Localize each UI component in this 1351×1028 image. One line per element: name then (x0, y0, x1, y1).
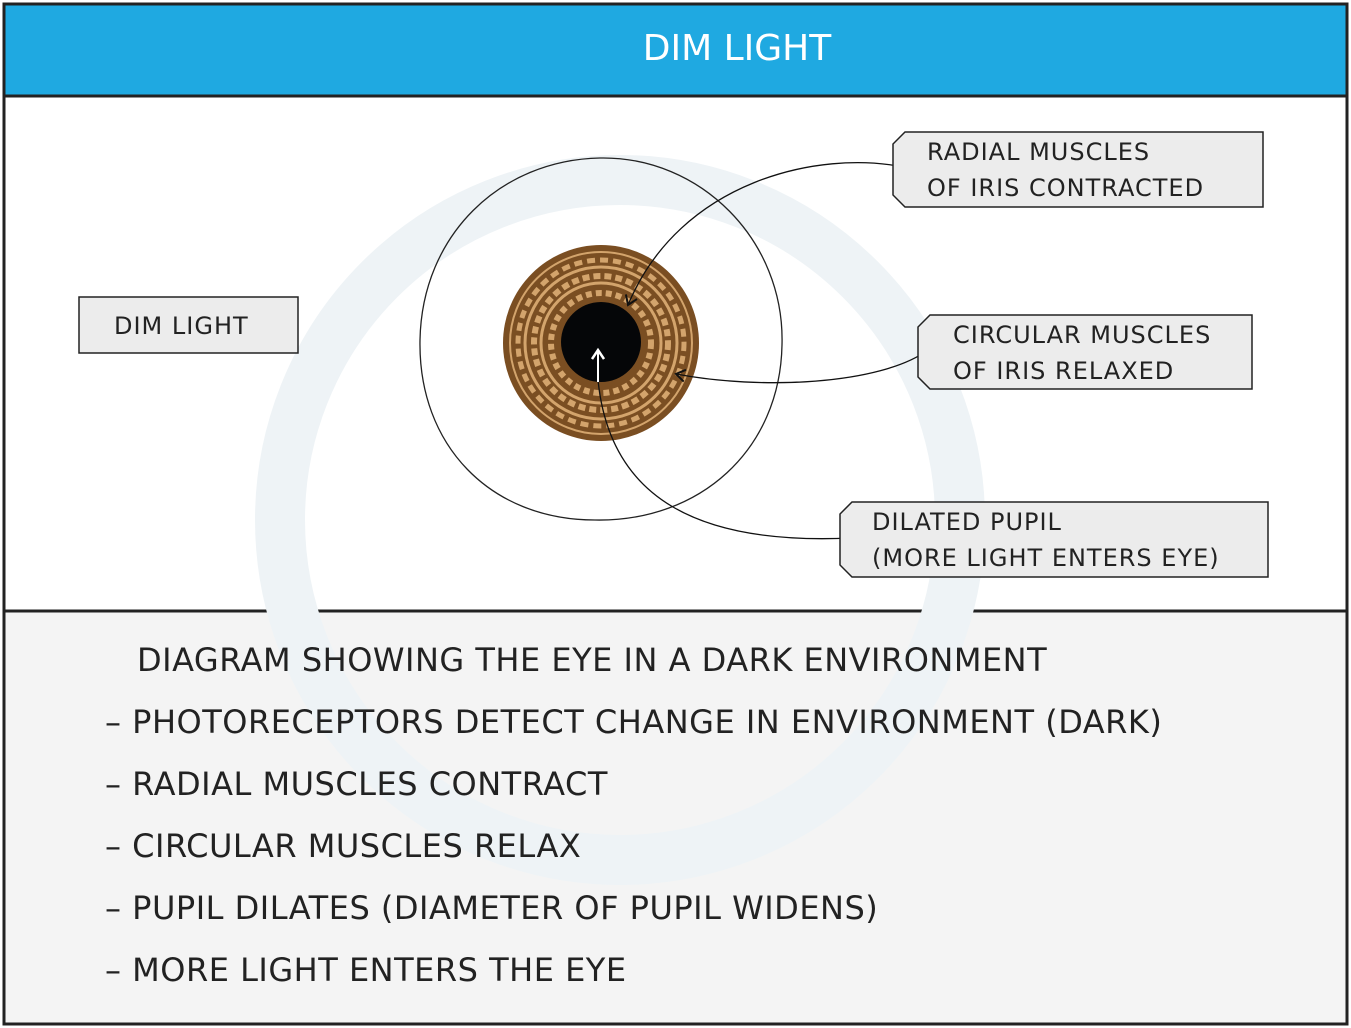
caption-point: – PHOTORECEPTORS DETECT CHANGE IN ENVIRO… (105, 703, 1162, 741)
caption-point: – MORE LIGHT ENTERS THE EYE (105, 951, 627, 989)
condition-label-box: DIM LIGHT (78, 296, 299, 354)
caption-point: – PUPIL DILATES (DIAMETER OF PUPIL WIDEN… (105, 889, 878, 927)
svg-text:(MORE LIGHT ENTERS EYE): (MORE LIGHT ENTERS EYE) (872, 544, 1220, 572)
svg-text:DILATED PUPIL: DILATED PUPIL (872, 508, 1062, 536)
callout-circular-muscles: CIRCULAR MUSCLES OF IRIS RELAXED (917, 314, 1253, 390)
condition-label: DIM LIGHT (114, 312, 249, 340)
svg-text:CIRCULAR MUSCLES: CIRCULAR MUSCLES (953, 321, 1211, 349)
iris-ring (548, 290, 654, 396)
iris-ring (523, 265, 679, 421)
callout-dilated-pupil: DILATED PUPIL (MORE LIGHT ENTERS EYE) (839, 501, 1269, 578)
caption-panel (4, 611, 1347, 1024)
iris-ring (531, 273, 671, 413)
iris (503, 245, 699, 441)
caption-point: – RADIAL MUSCLES CONTRACT (105, 765, 608, 803)
svg-text:RADIAL MUSCLES: RADIAL MUSCLES (927, 138, 1150, 166)
svg-text:OF IRIS CONTRACTED: OF IRIS CONTRACTED (927, 174, 1204, 202)
caption-title: DIAGRAM SHOWING THE EYE IN A DARK ENVIRO… (137, 641, 1047, 679)
page-title: DIM LIGHT (643, 28, 832, 69)
arrow-circular-muscles (674, 349, 929, 384)
header-bar (4, 4, 1347, 96)
pupil (561, 302, 641, 382)
callout-radial-muscles: RADIAL MUSCLES OF IRIS CONTRACTED (892, 131, 1264, 208)
iris-ring (515, 257, 687, 429)
svg-text:OF IRIS RELAXED: OF IRIS RELAXED (953, 357, 1174, 385)
arrow-radial-muscles (624, 162, 904, 307)
caption-point: – CIRCULAR MUSCLES RELAX (105, 827, 581, 865)
eye-outline (419, 157, 783, 521)
arrow-pupil (597, 379, 852, 540)
iris-ring (509, 251, 693, 435)
